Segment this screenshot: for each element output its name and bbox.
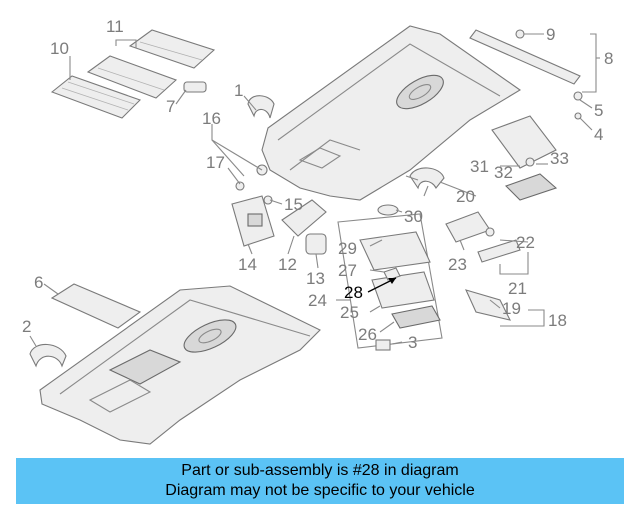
callout-23: 23	[448, 255, 467, 274]
callout-19: 19	[502, 299, 521, 318]
parts-diagram: 1 2 3 4 5 6 7 8 9 10 11 12 13 14 15 16 1…	[22, 17, 613, 445]
callout-27: 27	[338, 261, 357, 280]
callout-11: 11	[106, 17, 124, 36]
grab-handle-2	[29, 343, 67, 368]
headliner-lower	[39, 285, 321, 445]
leader-arrow-28	[388, 278, 396, 284]
callout-17: 17	[206, 153, 225, 172]
callout-21: 21	[508, 279, 527, 298]
callout-16: 16	[202, 109, 221, 128]
callout-9: 9	[546, 25, 555, 44]
callout-4: 4	[594, 125, 603, 144]
cap-part-30	[377, 204, 399, 216]
hook-part-20	[409, 167, 445, 190]
callout-25: 25	[340, 303, 359, 322]
callout-numbers: 1 2 3 4 5 6 7 8 9 10 11 12 13 14 15 16 1…	[22, 17, 613, 352]
callout-32: 32	[494, 163, 513, 182]
sunroof-panel-6	[50, 283, 142, 329]
console-parts-31-33	[491, 115, 558, 201]
callout-13: 13	[306, 269, 325, 288]
callout-31: 31	[470, 157, 489, 176]
grab-handle-1	[247, 95, 275, 119]
callout-15: 15	[284, 195, 303, 214]
banner-line-part: Part or sub-assembly is #28 in diagram	[181, 462, 459, 479]
callout-10: 10	[50, 39, 69, 58]
callout-2: 2	[22, 317, 31, 336]
callout-18: 18	[548, 311, 567, 330]
callout-1: 1	[234, 81, 243, 100]
callout-14: 14	[238, 255, 257, 274]
callout-12: 12	[278, 255, 297, 274]
trim-strip-8-9	[469, 29, 583, 120]
panel-parts-10-11	[50, 29, 216, 119]
headliner-upper	[261, 25, 522, 201]
sunvisor-parts-12-14	[231, 164, 327, 255]
info-banner: Part or sub-assembly is #28 in diagram D…	[16, 458, 624, 504]
callout-33: 33	[550, 149, 569, 168]
callout-24: 24	[308, 291, 327, 310]
callout-6: 6	[34, 273, 43, 292]
leader-lines	[29, 33, 600, 347]
banner-line-disclaimer: Diagram may not be specific to your vehi…	[165, 482, 475, 499]
callout-28: 28	[344, 283, 363, 302]
overhead-console-box-24	[337, 213, 443, 351]
parts-18-23	[445, 211, 521, 321]
callout-30: 30	[404, 207, 423, 226]
callout-20: 20	[456, 187, 475, 206]
callout-5: 5	[594, 101, 603, 120]
callout-26: 26	[358, 325, 377, 344]
callout-29: 29	[338, 239, 357, 258]
callout-7: 7	[166, 97, 175, 116]
callout-22: 22	[516, 233, 535, 252]
callout-8: 8	[604, 49, 613, 68]
callout-3: 3	[408, 333, 417, 352]
